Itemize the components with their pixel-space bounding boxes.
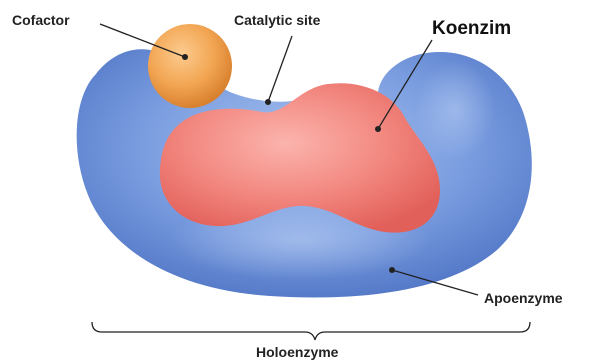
cofactor-label: Cofactor bbox=[12, 12, 70, 28]
cofactor-sphere bbox=[148, 24, 232, 108]
holoenzyme-brace bbox=[92, 322, 530, 340]
apoenzyme-label: Apoenzyme bbox=[484, 290, 563, 306]
koenzim-label: Koenzim bbox=[432, 18, 511, 39]
holoenzyme-label: Holoenzyme bbox=[256, 344, 339, 360]
catalytic-site-label: Catalytic site bbox=[234, 12, 321, 28]
